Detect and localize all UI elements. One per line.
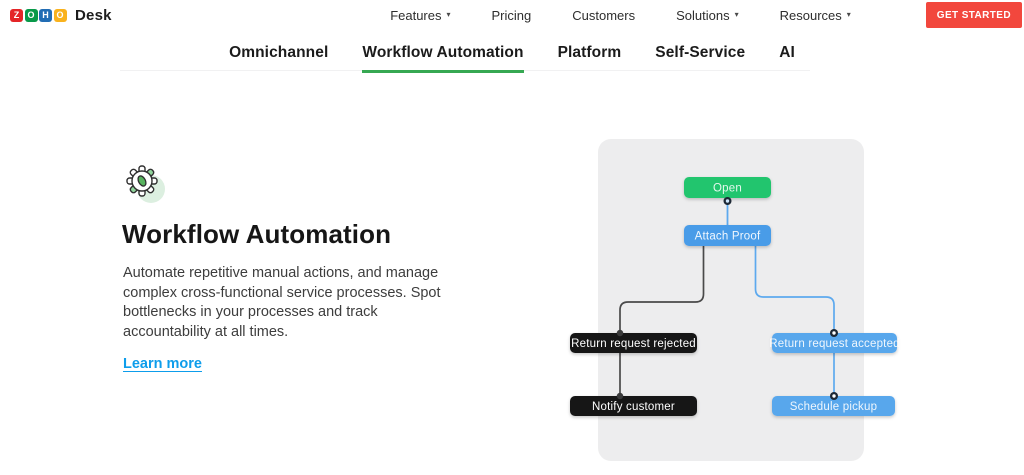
flow-node-open bbox=[684, 177, 771, 198]
learn-more-link[interactable]: Learn more bbox=[123, 356, 202, 372]
nav-item-features-label: Features bbox=[390, 7, 442, 23]
nav-item-customers[interactable]: Customers bbox=[572, 8, 635, 23]
nav-item-customers-label: Customers bbox=[572, 7, 636, 23]
flow-panel bbox=[598, 139, 864, 461]
connector-dot-notify bbox=[616, 392, 624, 400]
get-started-button[interactable]: GET STARTED bbox=[925, 2, 1022, 28]
main-nav: Features ▾ Pricing Customers Solutions ▾… bbox=[390, 2, 1022, 28]
nav-item-features[interactable]: Features ▾ bbox=[390, 8, 450, 23]
page-title: Workflow Automation bbox=[122, 219, 392, 249]
flow-node-open-label: Open bbox=[713, 183, 742, 195]
logo-block-o2: O bbox=[53, 8, 67, 22]
nav-item-solutions-label: Solutions bbox=[676, 7, 730, 23]
flow-node-schedule-pickup bbox=[772, 396, 895, 416]
section-tabs: Omnichannel Workflow Automation Platform… bbox=[0, 44, 1024, 73]
flow-connector-attach-rejected bbox=[619, 246, 705, 332]
nav-item-resources-label: Resources bbox=[779, 7, 842, 23]
tab-platform[interactable]: Platform bbox=[557, 44, 622, 61]
chevron-down-icon: ▾ bbox=[446, 10, 451, 19]
tab-omnichannel[interactable]: Omnichannel bbox=[229, 44, 329, 61]
tab-workflow-automation[interactable]: Workflow Automation bbox=[362, 44, 524, 73]
connector-dot-rejected bbox=[616, 329, 624, 337]
tab-ai[interactable]: AI bbox=[779, 44, 795, 61]
flow-node-return-rejected bbox=[570, 333, 697, 353]
flow-connector-attach-accepted bbox=[754, 246, 835, 331]
top-header: Z O H O Desk Features ▾ Pricing Customer… bbox=[0, 0, 1024, 30]
tab-self-service[interactable]: Self-Service bbox=[655, 44, 746, 61]
logo-block-h: H bbox=[39, 8, 52, 22]
logo-block-o1: O bbox=[24, 8, 38, 22]
nav-item-pricing-label: Pricing bbox=[491, 7, 532, 23]
nav-item-solutions[interactable]: Solutions ▾ bbox=[676, 8, 739, 23]
connector-dot-open bbox=[723, 197, 732, 205]
flow-node-return-rejected-label: Return request rejected bbox=[571, 338, 696, 350]
flow-node-notify-customer-label: Notify customer bbox=[592, 401, 675, 413]
flow-node-schedule-pickup-label: Schedule pickup bbox=[790, 401, 877, 413]
nav-item-resources[interactable]: Resources ▾ bbox=[780, 8, 851, 23]
zoho-logo[interactable]: Z O H O Desk bbox=[10, 7, 112, 24]
gear-icon bbox=[126, 165, 165, 203]
chevron-down-icon: ▾ bbox=[846, 10, 851, 19]
connector-dot-accepted bbox=[830, 329, 838, 337]
product-name: Desk bbox=[75, 6, 112, 24]
flow-node-notify-customer bbox=[570, 396, 697, 416]
flow-node-attach-proof bbox=[684, 225, 771, 246]
page-description: Automate repetitive manual actions, and … bbox=[123, 265, 441, 341]
chevron-down-icon: ▾ bbox=[734, 10, 739, 19]
flow-canvas: Open Attach Proof Return request rejecte… bbox=[570, 139, 900, 461]
connector-dot-pickup bbox=[830, 392, 838, 400]
flow-node-return-accepted bbox=[772, 333, 897, 353]
nav-item-pricing[interactable]: Pricing bbox=[492, 8, 532, 23]
flow-node-return-accepted-label: Return request accepted bbox=[769, 338, 900, 350]
logo-block-z: Z bbox=[10, 8, 23, 22]
flow-node-attach-proof-label: Attach Proof bbox=[695, 231, 761, 243]
